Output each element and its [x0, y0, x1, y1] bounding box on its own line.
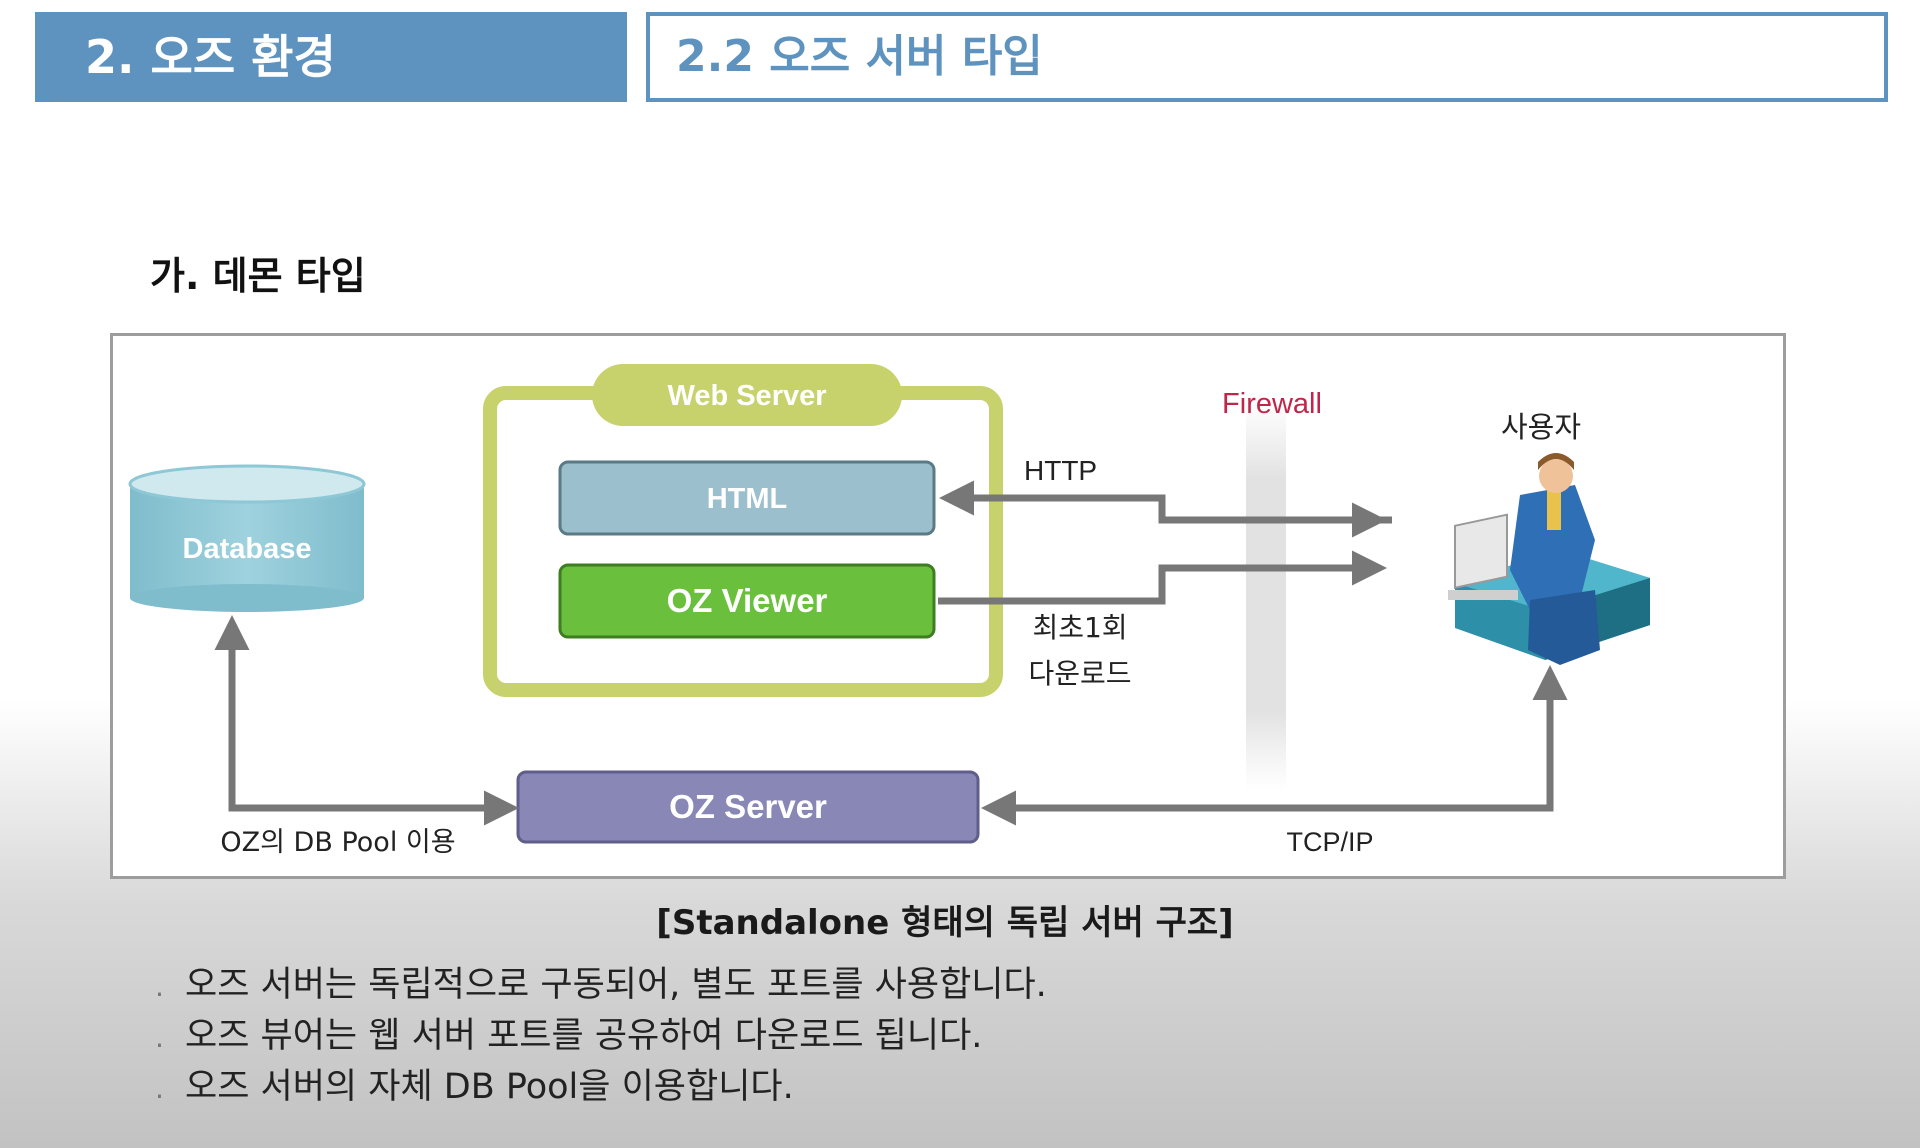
bullet-dot: . — [155, 1021, 164, 1054]
first-download-label-1: 최초1회 — [1032, 611, 1127, 644]
database-label: Database — [183, 533, 312, 565]
bullet-text: 오즈 서버의 자체 DB Pool을 이용합니다. — [185, 1067, 794, 1107]
firewall-band — [1246, 400, 1286, 790]
html-box — [558, 460, 936, 536]
viewer-download-arrow — [938, 550, 1387, 605]
subsection-title: 2.2 오즈 서버 타입 — [646, 12, 1888, 102]
bullet-item: . 오즈 서버의 자체 DB Pool을 이용합니다. — [155, 1062, 1047, 1113]
http-label: HTTP — [1024, 455, 1097, 486]
bullet-list: . 오즈 서버는 독립적으로 구동되어, 별도 포트를 사용합니다. . 오즈 뷰어… — [155, 960, 1047, 1113]
web-server-container — [483, 386, 1003, 697]
web-server-tab — [592, 364, 902, 426]
bullet-item: . 오즈 뷰어는 웹 서버 포트를 공유하여 다운로드 됩니다. — [155, 1011, 1047, 1062]
firewall-label: Firewall — [1222, 388, 1322, 420]
user-label: 사용자 — [1501, 410, 1581, 444]
bullet-text: 오즈 서버는 독립적으로 구동되어, 별도 포트를 사용합니다. — [185, 965, 1047, 1005]
diagram-caption: [Standalone 형태의 독립 서버 구조] — [656, 903, 1234, 943]
section-title: 2. 오즈 환경 — [35, 12, 627, 102]
database-cylinder — [128, 464, 366, 612]
oz-server-label: OZ Server — [669, 788, 827, 825]
oz-viewer-box — [558, 563, 936, 639]
oz-viewer-label: OZ Viewer — [667, 582, 828, 619]
tcpip-arrow — [981, 665, 1568, 826]
bullet-text: 오즈 뷰어는 웹 서버 포트를 공유하여 다운로드 됩니다. — [185, 1016, 983, 1056]
first-download-label-2: 다운로드 — [1028, 657, 1131, 690]
db-pool-label: OZ의 DB Pool 이용 — [220, 827, 455, 858]
web-server-label: Web Server — [667, 380, 826, 412]
tcpip-label: TCP/IP — [1286, 827, 1373, 857]
bullet-item: . 오즈 서버는 독립적으로 구동되어, 별도 포트를 사용합니다. — [155, 960, 1047, 1011]
db-pool-arrow — [214, 615, 519, 826]
html-label: HTML — [707, 483, 788, 515]
user-at-computer-icon — [1448, 453, 1650, 665]
diagram-heading: 가. 데몬 타입 — [150, 254, 366, 298]
bullet-dot: . — [155, 1072, 164, 1105]
bullet-dot: . — [155, 970, 164, 1003]
